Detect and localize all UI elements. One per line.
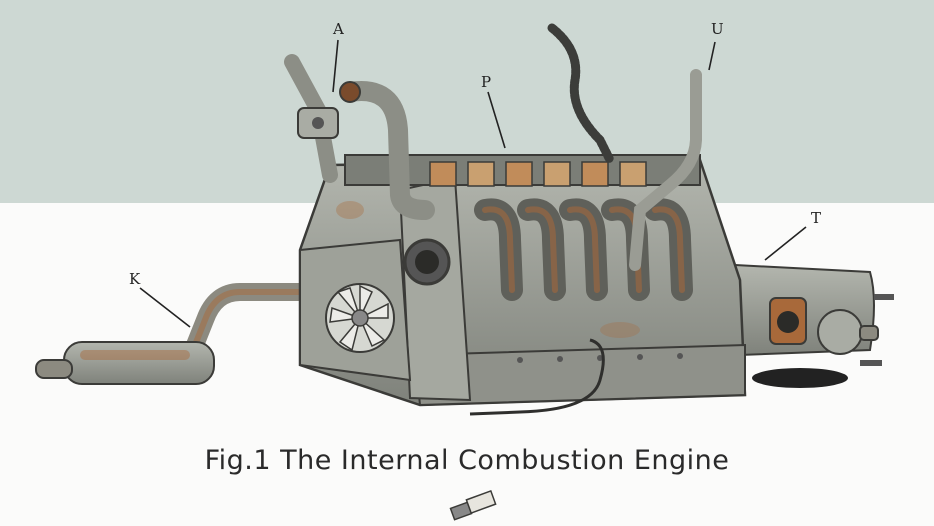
callout-label-k: K xyxy=(129,272,140,287)
transmission-housing xyxy=(735,265,894,366)
figure-caption: Fig.1 The Internal Combustion Engine xyxy=(0,445,934,476)
callout-label-a: A xyxy=(333,22,344,37)
callout-label-u: U xyxy=(711,22,724,37)
exhaust-muffler xyxy=(36,292,320,384)
callout-label-t: T xyxy=(811,211,821,226)
flexible-hose xyxy=(552,28,610,160)
drive-shaft xyxy=(292,62,338,175)
cooling-fan xyxy=(326,284,394,352)
spark-plug xyxy=(450,491,495,520)
oil-puddle xyxy=(752,368,848,388)
callout-label-p: P xyxy=(481,75,491,90)
